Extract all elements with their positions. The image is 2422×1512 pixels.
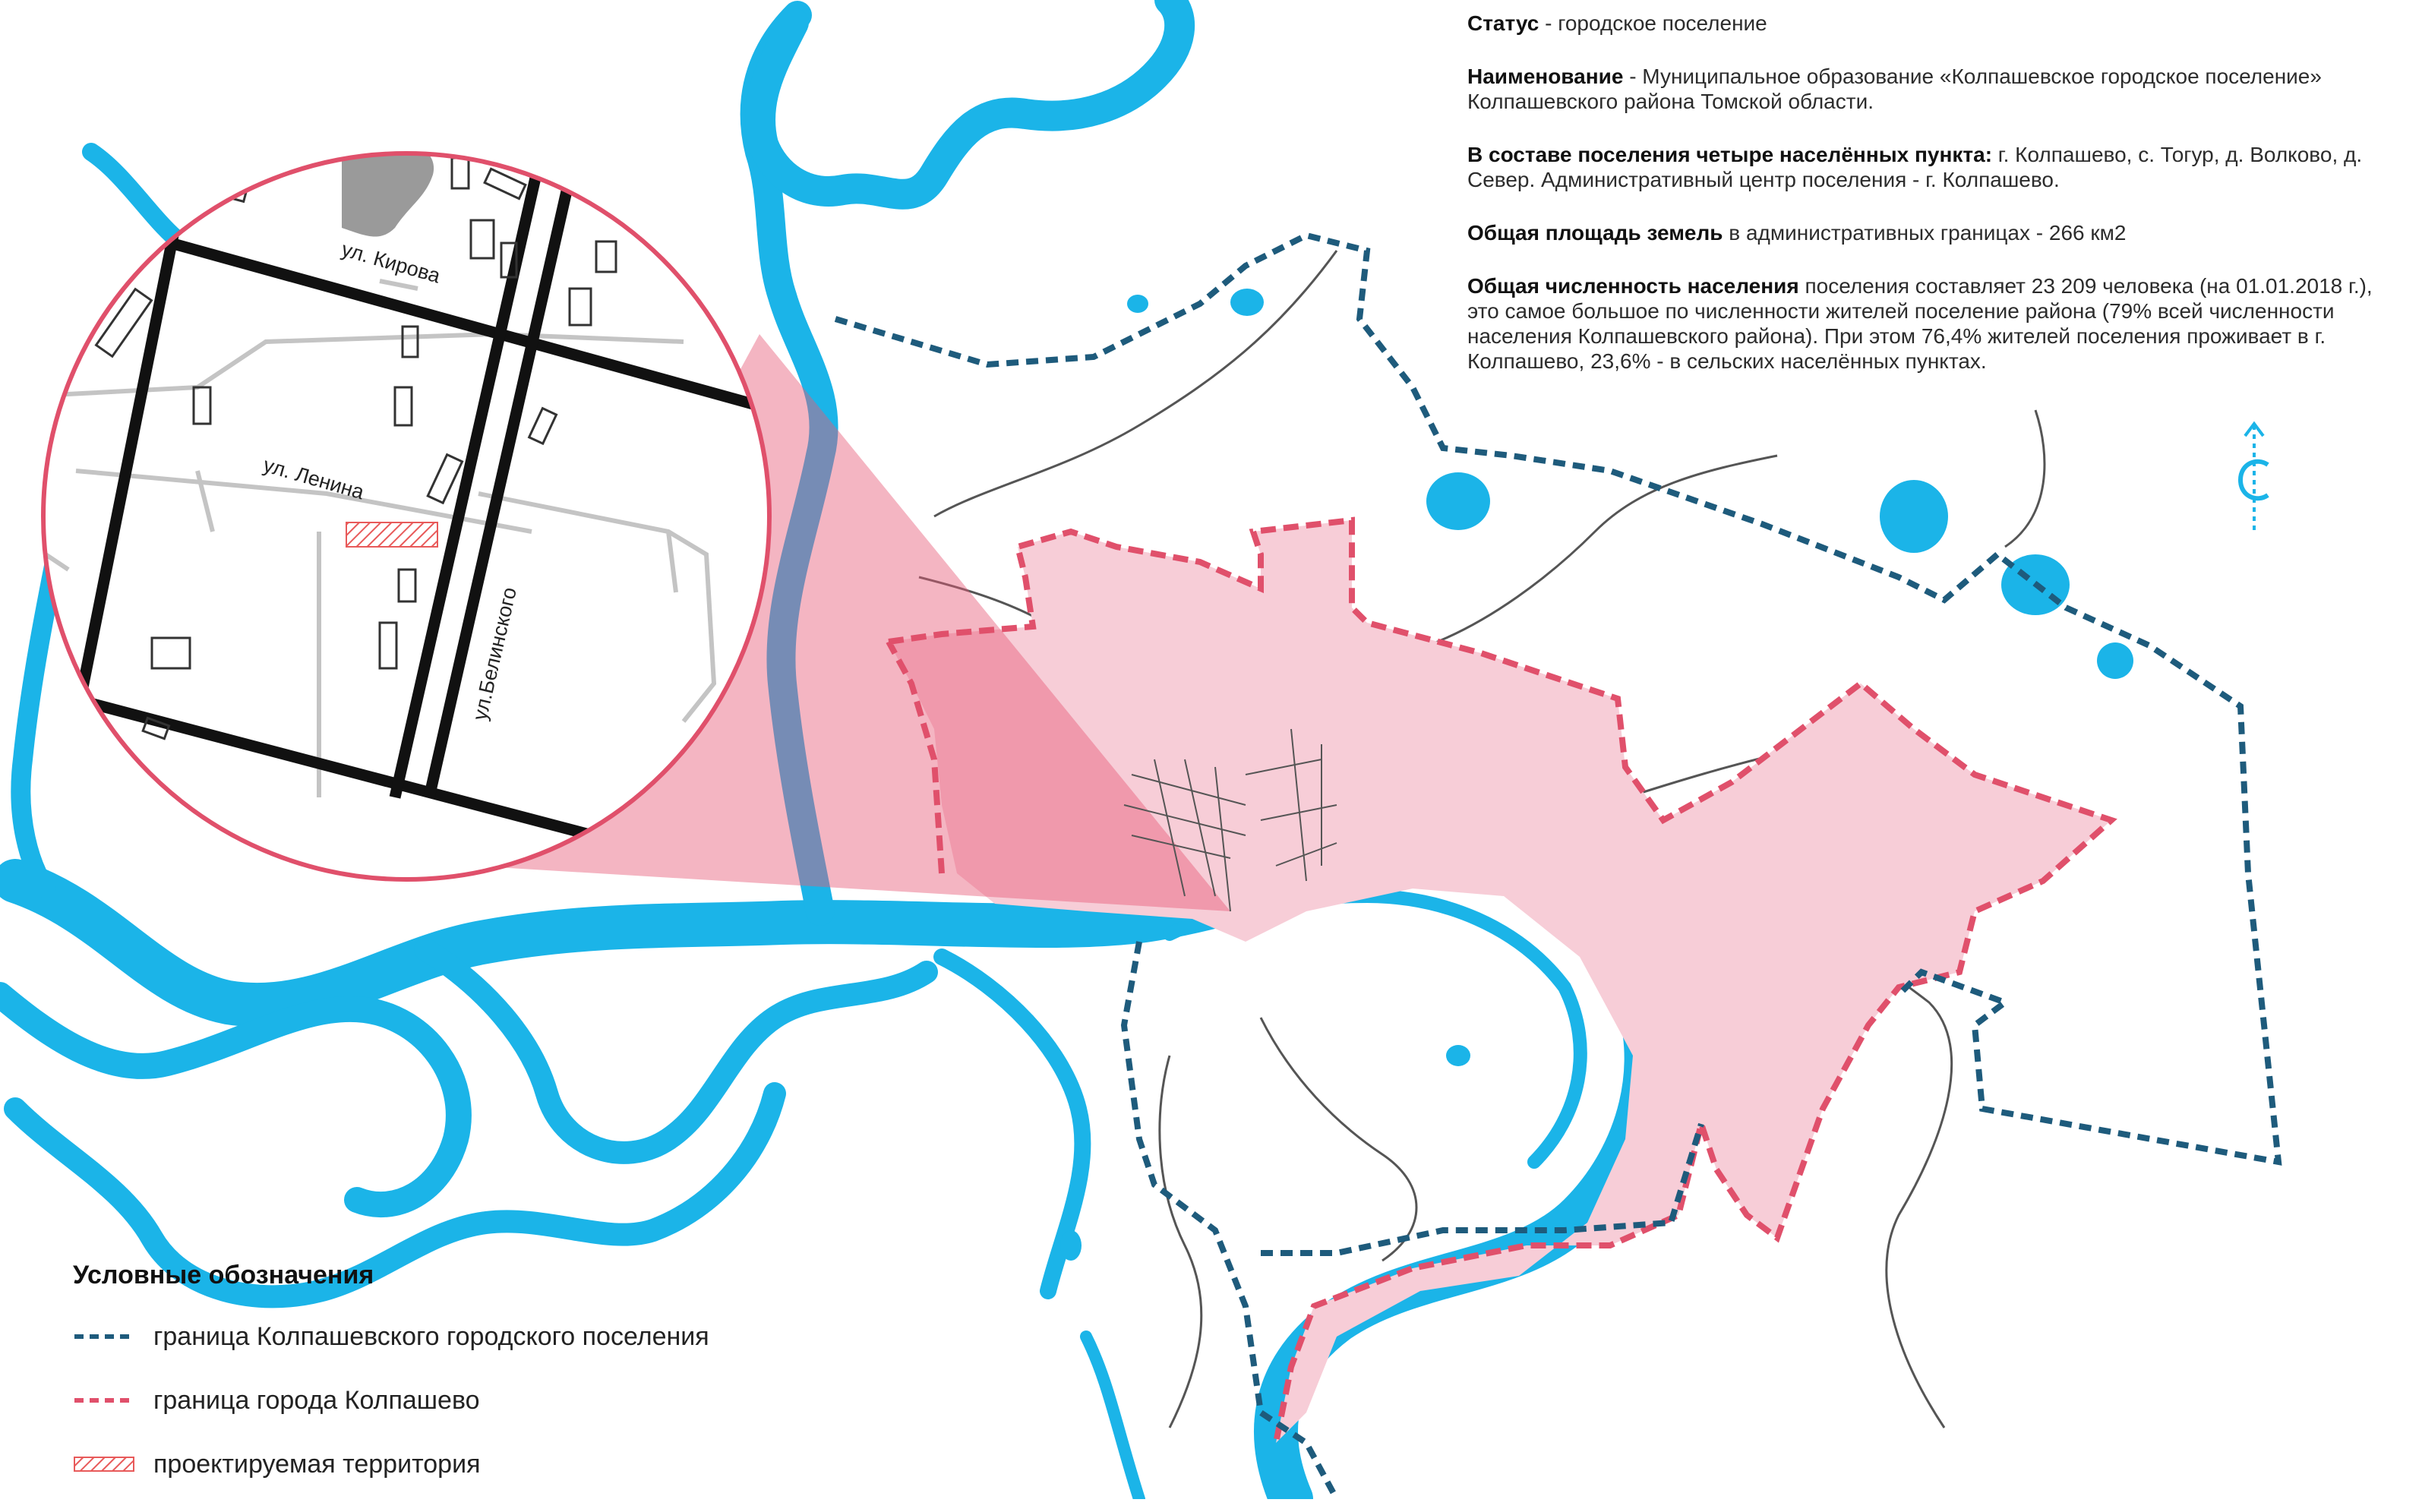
city-street-grid [1123, 728, 1337, 912]
road [2004, 409, 2046, 548]
road [1259, 1017, 1418, 1262]
dashed-blue-line-swatch [74, 1334, 134, 1339]
legend: Условные обозначения граница Колпашевско… [73, 1261, 709, 1512]
status-label: Статус [1467, 11, 1539, 35]
zoom-circle-border [41, 151, 772, 882]
zoom-circle-bg [43, 153, 769, 879]
legend-item-settlement-border: граница Колпашевского городского поселен… [73, 1321, 709, 1353]
river-inner-bend [1163, 889, 1587, 1169]
name-text: - Муниципальное образование «Колпашевско… [1467, 65, 2322, 113]
legend-label: граница города Колпашево [153, 1385, 480, 1415]
inset-parking-area [342, 153, 434, 237]
status-text: - городское поселение [1539, 11, 1767, 35]
city-border [886, 516, 2117, 1444]
info-composition: В составе поселения четыре населённых пу… [1467, 142, 2401, 192]
inset-main-roads [43, 153, 769, 841]
info-name: Наименование - Муниципальное образование… [1467, 64, 2401, 114]
lake [1060, 1230, 1082, 1261]
info-area: Общая площадь земель в административных … [1467, 220, 2401, 245]
road [1158, 1055, 1203, 1428]
lake [1880, 480, 1948, 553]
river-south-thin [1080, 1330, 1145, 1499]
composition-label: В составе поселения четыре населённых пу… [1467, 143, 1993, 166]
river-lower-branch [933, 949, 1091, 1299]
area-text: в административных границах - 266 км2 [1723, 221, 2127, 245]
settlement-border [834, 232, 2282, 1499]
inset-buildings [94, 156, 617, 740]
legend-label: проектируемая территория [153, 1449, 481, 1479]
composition-text: г. Колпашево, с. Тогур, д. Волково, д. С… [1467, 143, 2363, 191]
info-status: Статус - городское поселение [1467, 11, 2401, 36]
lake [1230, 289, 1264, 316]
info-population: Общая численность населения поселения со… [1467, 273, 2401, 374]
river-loop-lower-left [4, 1082, 786, 1308]
legend-label: граница Колпашевского городского поселен… [153, 1321, 709, 1351]
dashed-red-line-swatch [74, 1398, 134, 1403]
population-text: поселения составляет 23 209 человека (на… [1467, 274, 2373, 373]
river-left-edge [11, 522, 71, 898]
legend-item-project-territory: проектируемая территория [73, 1448, 709, 1480]
road [933, 250, 1338, 518]
river-channel-north-2 [745, 0, 1195, 210]
hatched-area-swatch [74, 1457, 134, 1472]
legend-title: Условные обозначения [73, 1261, 374, 1289]
river-loop-left [0, 982, 472, 1218]
lake [2097, 642, 2133, 679]
legend-item-city-border: граница города Колпашево [73, 1384, 709, 1416]
population-label: Общая численность населения [1467, 274, 1799, 298]
north-arrow-icon [2224, 418, 2285, 543]
lake [1446, 1045, 1470, 1066]
river-loop-middle [414, 938, 938, 1164]
info-panel: Статус - городское поселение Наименовани… [1467, 11, 2401, 402]
lake [1127, 295, 1148, 313]
lake [1426, 472, 1490, 530]
city-area [889, 520, 2111, 1443]
road [1427, 454, 1778, 647]
name-label: Наименование [1467, 65, 1624, 88]
project-territory [346, 522, 438, 548]
area-label: Общая площадь земель [1467, 221, 1723, 245]
